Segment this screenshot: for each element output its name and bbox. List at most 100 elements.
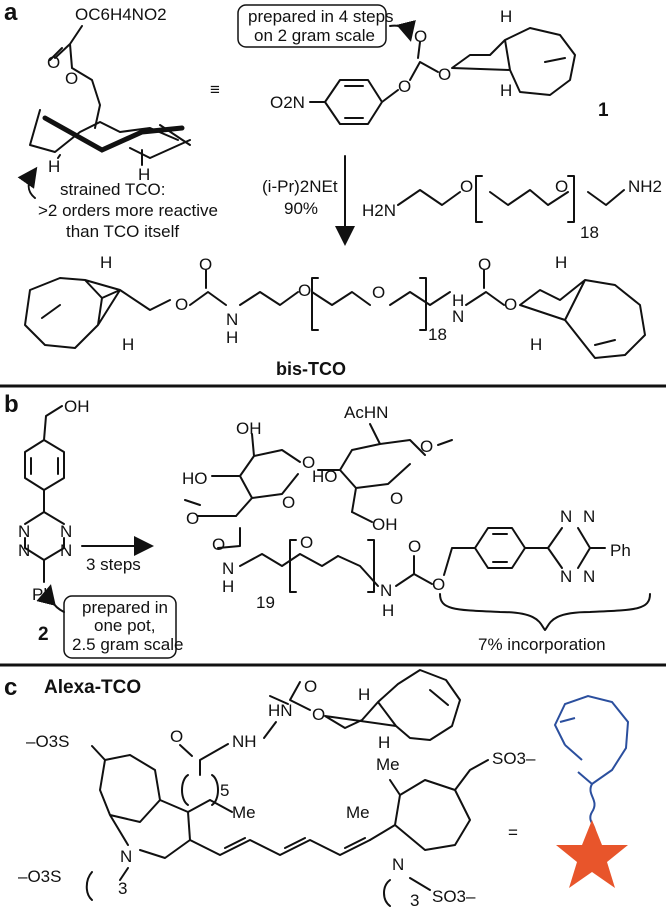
c-chain-3-left: 3 [118, 879, 127, 898]
amide-n: N [222, 559, 234, 578]
c-me-1: Me [232, 803, 256, 822]
alexa-tco-structure: O HN O H H NH O 5 –O3S Me N –O3S 3 Me Me… [18, 669, 536, 910]
bis-h-4: H [452, 291, 464, 310]
carbamate-h: H [382, 601, 394, 620]
alexa-tco-name: Alexa-TCO [44, 677, 141, 698]
aryl-o: O [398, 77, 411, 96]
prep-box-b-line2: one pot, [94, 616, 155, 635]
note-line-3: than TCO itself [66, 222, 179, 241]
reagent-line-2: 90% [284, 199, 318, 218]
panel-b-label: b [4, 391, 19, 418]
compound-2-number: 2 [38, 624, 49, 645]
tz2-n-1: N [560, 507, 572, 526]
bis-n-2: N [452, 307, 464, 326]
peg-repeat-a: 18 [580, 223, 599, 242]
oh-right: OH [372, 515, 398, 534]
c-amide-o: O [170, 727, 183, 746]
bis-o-3: O [298, 281, 311, 300]
ring-o-right: O [390, 489, 403, 508]
c-h-2: H [378, 733, 390, 752]
equivalence-sign: ≡ [210, 80, 220, 99]
c-sulfonate-right: SO3– [492, 749, 536, 768]
c-sulfonate-left: –O3S [26, 732, 69, 751]
panel-c-label: c [4, 674, 17, 701]
peg-repeat-c: 19 [256, 593, 275, 612]
note-line-1: strained TCO: [60, 180, 166, 199]
arrow-b-label: 3 steps [86, 555, 141, 574]
tz-n-1: N [18, 522, 30, 541]
c-chain-5: 5 [220, 781, 229, 800]
amine-left: H2N [362, 201, 396, 220]
tz2-ph: Ph [610, 541, 631, 560]
bis-n-1: N [226, 310, 238, 329]
tz2-n-2: N [583, 507, 595, 526]
c-sulfonate-bottom-right: SO3– [432, 887, 476, 906]
c-sulfonate-bottom-left: –O3S [18, 867, 61, 886]
hydroxyl-right: HO [312, 467, 338, 486]
incorporation-brace [439, 593, 651, 631]
tz2-n-3: N [560, 567, 572, 586]
bis-h-3: H [226, 328, 238, 347]
prep-box-a-line1: prepared in 4 steps [248, 7, 394, 26]
prep-box-b-line1: prepared in [82, 598, 168, 617]
bis-tco-name: bis-TCO [276, 359, 346, 379]
bis-o-1: O [175, 295, 188, 314]
c-ester-o: O [312, 705, 325, 724]
note-line-2: >2 orders more reactive [38, 201, 218, 220]
c1-h-bottom: H [500, 81, 512, 100]
compound-1-structure: O2N O O O H H 1 [270, 7, 609, 125]
peg-o-1: O [460, 177, 473, 196]
panel-a-label: a [4, 0, 18, 26]
bis-tco-structure: H H O O N H O O 18 N H O O H H bis-TCO [24, 253, 646, 379]
bis-o-5: O [478, 255, 491, 274]
nitro-group: O2N [270, 93, 305, 112]
prep-box-b-line3: 2.5 gram scale [72, 635, 184, 654]
peg-diamine: H2N O O 18 NH2 [362, 175, 662, 242]
carbonate-o: O [414, 27, 427, 46]
bis-h-5: H [555, 253, 567, 272]
glyco-o-left: O [186, 509, 199, 528]
amide-h: H [222, 577, 234, 596]
c-nh: NH [232, 732, 257, 751]
tco-3d-drawing: OC6H4NO2 O O H H [29, 5, 191, 184]
c-me-2: Me [376, 755, 400, 774]
carbamate-n: N [380, 581, 392, 600]
peg-repeat-b: 18 [428, 325, 447, 344]
c-n-1: N [120, 847, 132, 866]
amide-o: O [212, 535, 225, 554]
reagent-line-1: (i-Pr)2NEt [262, 177, 338, 196]
bis-h-6: H [530, 335, 542, 354]
peg-o-2: O [555, 177, 568, 196]
tz-n-3: N [18, 541, 30, 560]
aryl-ester-label: OC6H4NO2 [75, 5, 167, 24]
hydroxyl-left: HO [182, 469, 208, 488]
b-peg-o: O [300, 533, 313, 552]
equals-sign: = [508, 823, 518, 842]
c-h-1: H [358, 685, 370, 704]
tz2-n-4: N [583, 567, 595, 586]
bis-o-4: O [372, 283, 385, 302]
glyco-o-link: O [302, 453, 315, 472]
c1-h-top: H [500, 7, 512, 26]
prep-box-a-line2: on 2 gram scale [254, 26, 375, 45]
c-carbonyl-o: O [304, 677, 317, 696]
incorporation-label: 7% incorporation [478, 635, 606, 654]
tz-n-2: N [60, 522, 72, 541]
compound-1-number: 1 [598, 100, 609, 121]
amine-right: NH2 [628, 177, 662, 196]
c-n-2: N [392, 855, 404, 874]
carbamate-o-top: O [408, 537, 421, 556]
prep-box-a [237, 4, 387, 48]
glyco-o-right: O [420, 437, 433, 456]
tco-h-left: H [48, 157, 60, 176]
c-hn: HN [268, 701, 293, 720]
prep-box-b [63, 595, 177, 659]
bis-h-2: H [122, 335, 134, 354]
tco-h-right: H [138, 165, 150, 184]
bis-o-6: O [504, 295, 517, 314]
carbonate-o2: O [438, 65, 451, 84]
ester-o: O [65, 69, 78, 88]
c-me-3: Me [346, 803, 370, 822]
c-chain-3-right: 3 [410, 891, 419, 910]
